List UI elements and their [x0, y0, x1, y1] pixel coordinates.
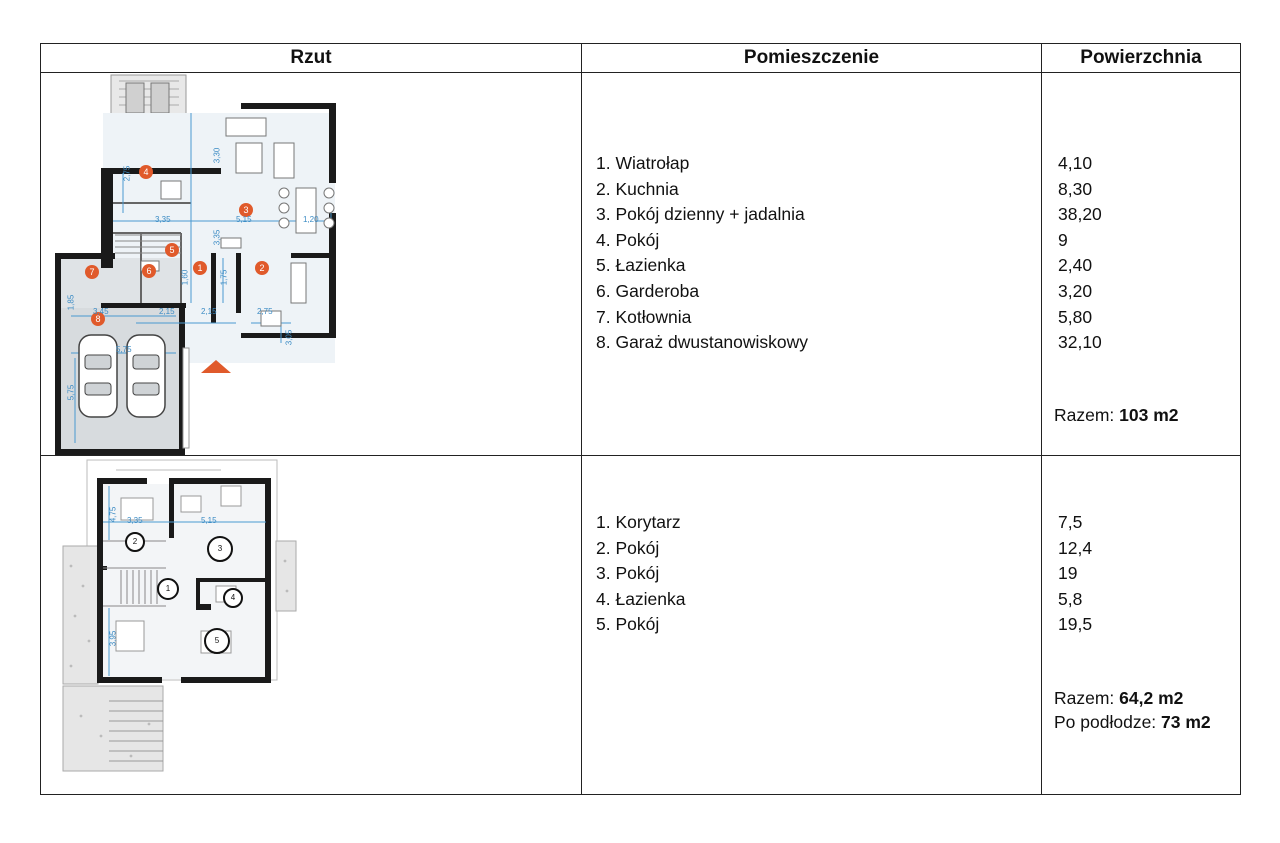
total-value: 64,2 m2 — [1119, 688, 1184, 708]
ground-floor-area-list: 4,10 8,30 38,20 9 2,40 3,20 5,80 32,10 — [1042, 151, 1240, 356]
plan-dim-label: 5,75 — [66, 384, 76, 401]
plan-dim-label: 4,75 — [108, 506, 118, 523]
room-marker-3: 3 — [207, 536, 233, 562]
upper-floor-plan-cell: 1 2 3 4 5 3,35 5,15 4,75 3,95 — [40, 455, 582, 795]
upper-floor-plan-drawing — [62, 459, 297, 772]
room-marker-2: 2 — [255, 261, 269, 275]
room-marker-5: 5 — [165, 243, 179, 257]
list-item: 5,80 — [1058, 306, 1093, 327]
list-item: 7,5 — [1058, 512, 1083, 532]
list-item: 4. Pokój — [596, 229, 660, 250]
upper-floor-area-list: 7,5 12,4 19 5,8 19,5 — [1042, 510, 1240, 638]
room-marker-4: 4 — [223, 588, 243, 608]
list-item: 5,8 — [1058, 588, 1083, 609]
room-marker-5: 5 — [204, 628, 230, 654]
plan-dim-label: 3,35 — [127, 516, 143, 525]
header-room: Pomieszczenie — [581, 43, 1042, 73]
ground-floor-plan-drawing — [55, 74, 336, 455]
plan-dim-label: 3,45 — [93, 307, 109, 316]
room-area-table: Rzut Pomieszczenie Powierzchnia — [40, 43, 1241, 795]
total-label: Razem: — [1054, 405, 1115, 425]
ground-floor-total: Razem: 103 m2 — [1054, 403, 1179, 427]
list-item: 3,20 — [1058, 280, 1093, 301]
list-item: 5. Łazienka — [596, 255, 686, 276]
plan-dim-label: 2,15 — [201, 307, 217, 316]
plan-dim-label: 2,75 — [257, 307, 273, 316]
list-item: 5. Pokój — [596, 614, 660, 635]
plan-dim-label: 1,75 — [219, 269, 229, 286]
upper-floor-areas-cell: 7,5 12,4 19 5,8 19,5 Razem: 64,2 m2 Po p… — [1041, 455, 1241, 795]
ground-floor-areas-cell: 4,10 8,30 38,20 9 2,40 3,20 5,80 32,10 R… — [1041, 72, 1241, 456]
upper-floor-rooms-cell: 1. Korytarz 2. Pokój 3. Pokój 4. Łazienk… — [581, 455, 1042, 795]
ground-floor-plan: 1 2 3 4 5 6 7 8 3,30 2,75 3,35 5,15 1,20… — [41, 73, 581, 455]
list-item: 3. Pokój dzienny + jadalnia — [596, 204, 805, 225]
room-marker-6: 6 — [142, 264, 156, 278]
room-marker-7: 7 — [85, 265, 99, 279]
list-item: 2,40 — [1058, 255, 1093, 276]
list-item: 2. Kuchnia — [596, 178, 679, 199]
plan-dim-label: 1,20 — [303, 215, 319, 224]
list-item: 6. Garderoba — [596, 280, 700, 301]
list-item: 38,20 — [1058, 204, 1102, 225]
list-item: 7. Kotłownia — [596, 306, 692, 327]
list-item: 19,5 — [1058, 614, 1093, 635]
room-marker-3: 3 — [239, 203, 253, 217]
list-item: 19 — [1058, 563, 1078, 584]
plan-dim-label: 5,75 — [116, 345, 132, 354]
plan-dim-label: 1,60 — [180, 269, 190, 286]
plan-dim-label: 1,85 — [66, 294, 76, 311]
list-item: 32,10 — [1058, 332, 1102, 353]
list-item: 4. Łazienka — [596, 588, 686, 609]
plan-dim-label: 2,75 — [122, 165, 132, 182]
plan-dim-label: 3,95 — [108, 630, 118, 647]
plan-dim-label: 5,15 — [201, 516, 217, 525]
ground-floor-rooms-cell: 1. Wiatrołap 2. Kuchnia 3. Pokój dzienny… — [581, 72, 1042, 456]
plan-dim-label: 3,35 — [155, 215, 171, 224]
total-label: Razem: — [1054, 688, 1115, 708]
list-item: 8,30 — [1058, 178, 1093, 199]
ground-floor-room-list: 1. Wiatrołap 2. Kuchnia 3. Pokój dzienny… — [582, 151, 1041, 356]
list-item: 9 — [1058, 229, 1068, 250]
list-item: 3. Pokój — [596, 563, 660, 584]
plan-dim-label: 3,35 — [212, 229, 222, 246]
room-marker-4: 4 — [139, 165, 153, 179]
upper-floor-plan: 1 2 3 4 5 3,35 5,15 4,75 3,95 — [41, 456, 581, 794]
list-item: 1. Wiatrołap — [596, 153, 690, 173]
plan-dim-label: 5,15 — [236, 215, 252, 224]
plan-dim-label: 3,05 — [284, 329, 294, 346]
ground-floor-plan-cell: 1 2 3 4 5 6 7 8 3,30 2,75 3,35 5,15 1,20… — [40, 72, 582, 456]
list-item: 2. Pokój — [596, 537, 660, 558]
header-area: Powierzchnia — [1041, 43, 1241, 73]
list-item: 8. Garaż dwustanowiskowy — [596, 332, 809, 353]
plan-dim-label: 3,30 — [212, 147, 222, 164]
header-plan: Rzut — [40, 43, 582, 73]
room-marker-1: 1 — [193, 261, 207, 275]
room-marker-8: 8 — [91, 312, 105, 326]
list-item: 12,4 — [1058, 537, 1093, 558]
upper-floor-room-list: 1. Korytarz 2. Pokój 3. Pokój 4. Łazienk… — [582, 510, 1041, 638]
floor-area-label: Po podłodze: — [1054, 712, 1157, 732]
room-marker-1: 1 — [157, 578, 179, 600]
room-marker-2: 2 — [125, 532, 145, 552]
floor-area-value: 73 m2 — [1161, 712, 1211, 732]
upper-floor-floor-area: Po podłodze: 73 m2 — [1054, 710, 1211, 734]
upper-floor-total: Razem: 64,2 m2 — [1054, 686, 1183, 710]
list-item: 4,10 — [1058, 153, 1093, 173]
list-item: 1. Korytarz — [596, 512, 681, 532]
total-value: 103 m2 — [1119, 405, 1179, 425]
plan-dim-label: 2,15 — [159, 307, 175, 316]
